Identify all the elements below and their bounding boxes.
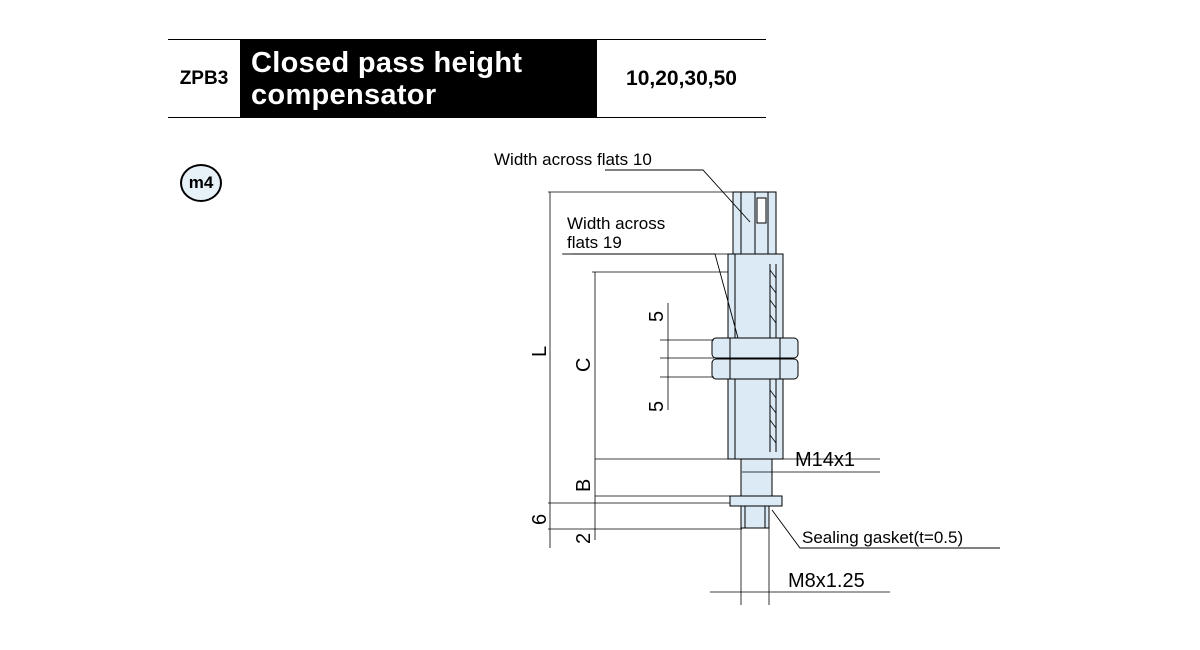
label-dim-5-top: 5 <box>646 311 668 322</box>
label-dim-B: B <box>573 479 595 492</box>
label-width-across-flats-19-line1: Width across <box>567 214 665 233</box>
stroke-options: 10,20,30,50 <box>626 66 737 90</box>
product-title-line1: Closed pass height <box>251 47 523 79</box>
label-dim-2: 2 <box>573 533 595 544</box>
label-thread-m14: M14x1 <box>795 449 855 471</box>
label-width-across-flats-10: Width across flats 10 <box>494 150 652 169</box>
label-dim-6: 6 <box>529 514 551 525</box>
leader-flats-10 <box>605 169 751 223</box>
leader-gasket <box>771 509 1000 549</box>
label-dim-5-bottom: 5 <box>646 401 668 412</box>
neck <box>740 458 773 497</box>
leader-flats-19 <box>572 253 739 339</box>
label-sealing-gasket: Sealing gasket(t=0.5) <box>802 528 963 547</box>
model-code: ZPB3 <box>179 67 229 89</box>
header-top-rule <box>168 39 766 40</box>
upper-nut <box>711 337 799 359</box>
header-bottom-rule <box>168 117 766 118</box>
product-title: Closed pass height compensator <box>240 40 597 117</box>
thread-m8 <box>740 505 770 529</box>
label-width-across-flats-19-line2: flats 19 <box>567 233 622 252</box>
variant-badge: m4 <box>180 164 222 202</box>
top-slot <box>756 197 767 224</box>
lower-nut <box>711 358 799 380</box>
label-thread-m8: M8x1.25 <box>788 570 865 592</box>
sealing-gasket <box>729 495 783 507</box>
product-title-line2: compensator <box>251 79 437 111</box>
label-dim-L: L <box>529 346 551 357</box>
label-dim-C: C <box>573 358 595 372</box>
